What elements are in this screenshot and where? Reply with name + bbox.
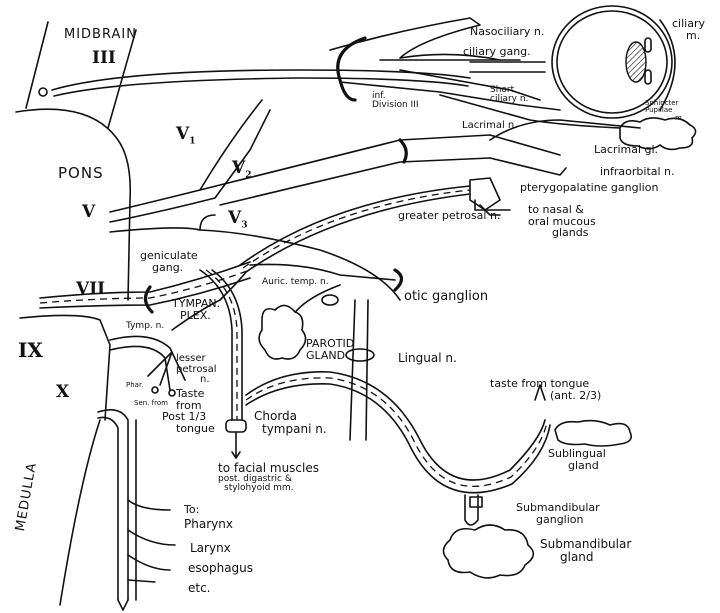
pterygopalatine-ganglion-shape [469, 177, 501, 211]
medulla-border [59, 419, 101, 606]
label-sensory-from: Sen. from [134, 399, 168, 407]
label-auriculotemporal: Auric. temp. n. [262, 277, 329, 287]
lens [625, 41, 647, 83]
label-cn-x: X [56, 382, 70, 402]
sublingual-gland-shape [554, 419, 633, 447]
dura-ring-vii [143, 285, 154, 314]
greater-petrosal-path [239, 177, 511, 273]
label-tympanic-nerve: Tymp. n. [126, 321, 165, 331]
glossopharyngeal-nerve-path [109, 271, 247, 397]
submandibular-gland-shape [442, 524, 535, 579]
label-vagus-esophagus: esophagus [188, 561, 254, 575]
brainstem-outline [15, 21, 137, 606]
oculomotor-nucleus-cell [38, 87, 48, 97]
vagus-nerve-path [97, 409, 176, 611]
submandibular-region [442, 384, 633, 579]
midbrain-right-border [107, 29, 137, 129]
label-midbrain: MIDBRAIN [64, 27, 137, 42]
pons-medulla-border [19, 314, 111, 421]
label-taste-anterior-tongue: taste from tongue(ant. 2/3) [490, 377, 602, 402]
label-vagus-pharynx: Pharynx [184, 517, 233, 531]
eyeball [469, 5, 676, 119]
label-cn-v1: V1 [176, 124, 196, 147]
label-cn-iii: III [92, 48, 116, 68]
facial-nerve-path [39, 261, 251, 459]
label-ciliary-ganglion: ciliary gang. [463, 45, 531, 58]
label-lingual-nerve: Lingual n. [398, 351, 457, 365]
lacrimal-gland-shape [619, 117, 697, 151]
pons-outline [15, 108, 132, 301]
label-cn-v2: V2 [232, 158, 252, 181]
label-cn-v: V [82, 202, 96, 222]
label-pterygopalatine-ganglion: pterygopalatine ganglion [520, 181, 659, 194]
label-cn-v3: V3 [228, 208, 248, 231]
label-infraorbital: infraorbital n. [600, 165, 675, 178]
trigeminal-nerve-path [109, 99, 641, 301]
label-vagus-etc: etc. [188, 581, 211, 595]
label-lacrimal-nerve: Lacrimal n. [462, 120, 518, 131]
label-vagus-to: To: [184, 503, 200, 516]
midbrain-left-border [25, 21, 49, 109]
label-pons: PONS [58, 164, 104, 182]
label-pharynx-small: Phar. [126, 381, 144, 389]
label-vagus-larynx: Larynx [190, 541, 231, 555]
label-greater-petrosal: greater petrosal n. [398, 209, 501, 222]
chorda-tympani-path [245, 299, 551, 494]
oculomotor-nerve-path [38, 17, 621, 129]
parotid-gland-shape [258, 304, 307, 360]
dura-ring-otic [393, 268, 404, 292]
label-lacrimal-gland: Lacrimal gl. [594, 143, 659, 156]
label-cn-ix: IX [18, 338, 43, 362]
label-nasociliary: Nasociliary n. [470, 25, 545, 38]
otic-parotid-region [249, 263, 404, 360]
label-inf-division: inf.Division III [372, 91, 419, 111]
dura-ring-v2 [398, 138, 408, 164]
dura-ring-iii [336, 36, 367, 102]
label-cn-vii: VII [76, 279, 106, 299]
label-tympanic-plexus: TYMPAN.PLEX. [172, 297, 221, 322]
label-otic-ganglion: otic ganglion [404, 289, 489, 304]
